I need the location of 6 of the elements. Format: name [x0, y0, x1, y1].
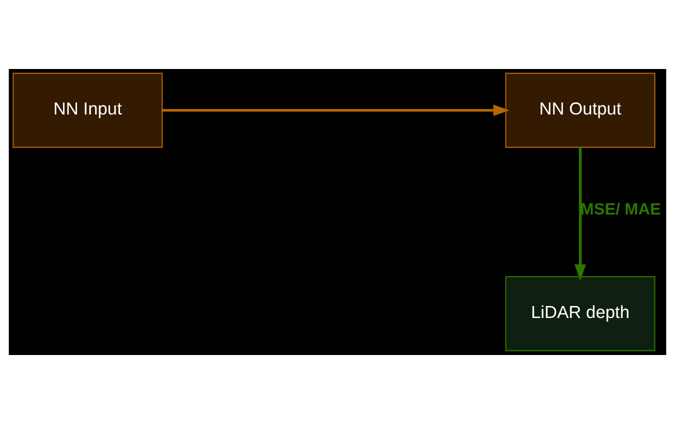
arrow: [162, 104, 510, 116]
edge-label: MSE/ MAE: [580, 200, 661, 218]
node-box: NN Input: [12, 72, 163, 148]
node-box: LiDAR depth: [505, 276, 656, 351]
arrow: [574, 146, 586, 280]
node-box: NN Output: [505, 72, 656, 148]
